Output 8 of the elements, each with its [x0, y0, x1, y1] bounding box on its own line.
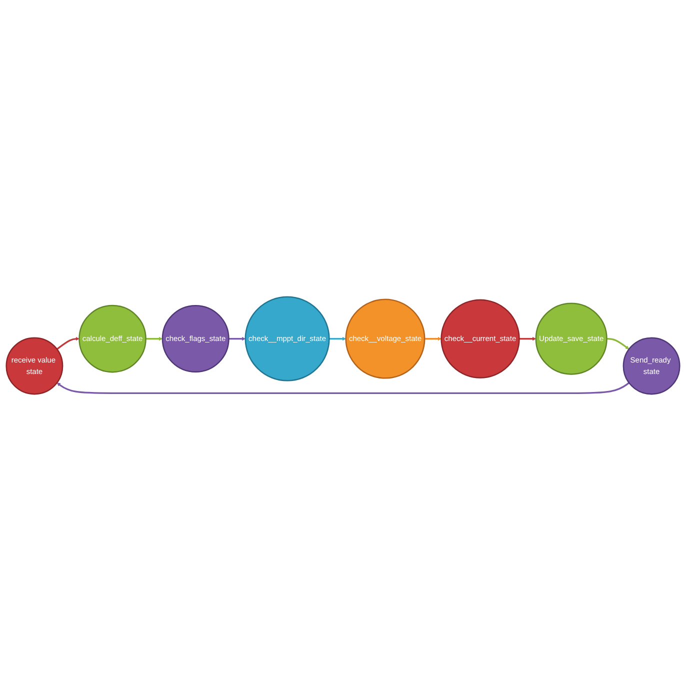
arrow: [606, 338, 630, 350]
arrow: [519, 336, 536, 341]
arrow: [329, 336, 346, 341]
arrow: [56, 336, 80, 350]
arrow: [228, 336, 246, 341]
arrow: [146, 336, 163, 341]
arrow: [424, 336, 442, 341]
arrow: [56, 382, 630, 394]
